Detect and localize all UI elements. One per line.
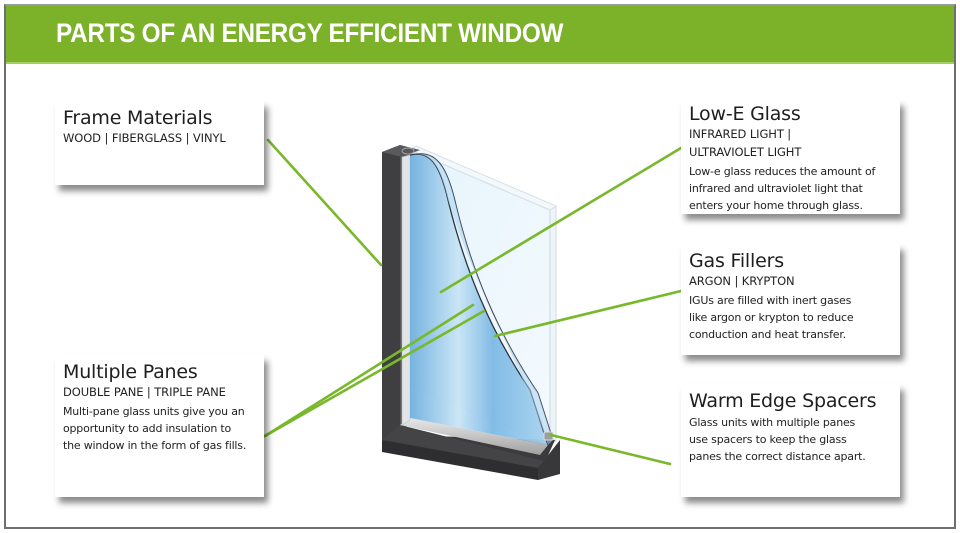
connector-frame-materials xyxy=(266,138,383,267)
header-banner: PARTS OF AN ENERGY EFFICIENT WINDOW xyxy=(6,6,954,64)
connector-multiple-panes-b xyxy=(263,309,486,438)
card-subtitle: DOUBLE PANE | TRIPLE PANE xyxy=(63,385,226,399)
card-title: Multiple Panes xyxy=(63,361,198,383)
description-line: like argon or krypton to reduce xyxy=(689,311,854,324)
card-title: Gas Fillers xyxy=(689,250,784,272)
description-line: use spacers to keep the glass xyxy=(689,433,847,446)
card-subtitle: INFRARED LIGHT | ULTRAVIOLET LIGHT xyxy=(689,125,892,161)
description-line: Low-e glass reduces the amount of xyxy=(689,165,876,178)
connector-warm-edge-spacers xyxy=(549,433,672,466)
description-line: infrared and ultraviolet light that xyxy=(689,182,863,195)
card-description: Multi-pane glass units give you an oppor… xyxy=(63,403,256,454)
card-title: Warm Edge Spacers xyxy=(689,390,877,412)
card-description: Low-e glass reduces the amount of infrar… xyxy=(689,163,892,214)
description-line: conduction and heat transfer. xyxy=(689,328,846,341)
description-line: Multi-pane glass units give you an xyxy=(63,405,245,418)
description-line: IGUs are filled with inert gases xyxy=(689,294,852,307)
card-title: Frame Materials xyxy=(63,107,213,129)
card-warm-edge-spacers: Warm Edge Spacers Glass units with multi… xyxy=(681,384,900,497)
card-description: Glass units with multiple panes use spac… xyxy=(689,414,892,465)
description-line: panes the correct distance apart. xyxy=(689,450,866,463)
subtitle-line: INFRARED LIGHT | xyxy=(689,127,792,141)
card-gas-fillers: Gas Fillers ARGON | KRYPTON IGUs are fil… xyxy=(681,244,900,355)
card-description: IGUs are filled with inert gases like ar… xyxy=(689,292,892,343)
subtitle-line: ULTRAVIOLET LIGHT xyxy=(689,145,802,159)
card-subtitle: ARGON | KRYPTON xyxy=(689,274,795,288)
connector-multiple-panes-a xyxy=(263,303,475,438)
description-line: opportunity to add insulation to xyxy=(63,422,232,435)
connector-lines xyxy=(263,138,683,466)
card-low-e-glass: Low-E Glass INFRARED LIGHT | ULTRAVIOLET… xyxy=(681,100,900,214)
description-line: the window in the form of gas fills. xyxy=(63,439,247,452)
inner-glass-pane xyxy=(401,147,554,446)
description-line: enters your home through glass. xyxy=(689,199,863,212)
description-line: Glass units with multiple panes xyxy=(689,416,856,429)
page-title: PARTS OF AN ENERGY EFFICIENT WINDOW xyxy=(56,18,564,48)
card-title: Low-E Glass xyxy=(689,103,801,125)
card-frame-materials: Frame Materials WOOD | FIBERGLASS | VINY… xyxy=(55,101,264,185)
card-subtitle: WOOD | FIBERGLASS | VINYL xyxy=(63,131,226,145)
connector-gas-fillers xyxy=(493,289,683,338)
connector-low-e-glass xyxy=(439,146,683,294)
card-multiple-panes: Multiple Panes DOUBLE PANE | TRIPLE PANE… xyxy=(55,355,264,497)
